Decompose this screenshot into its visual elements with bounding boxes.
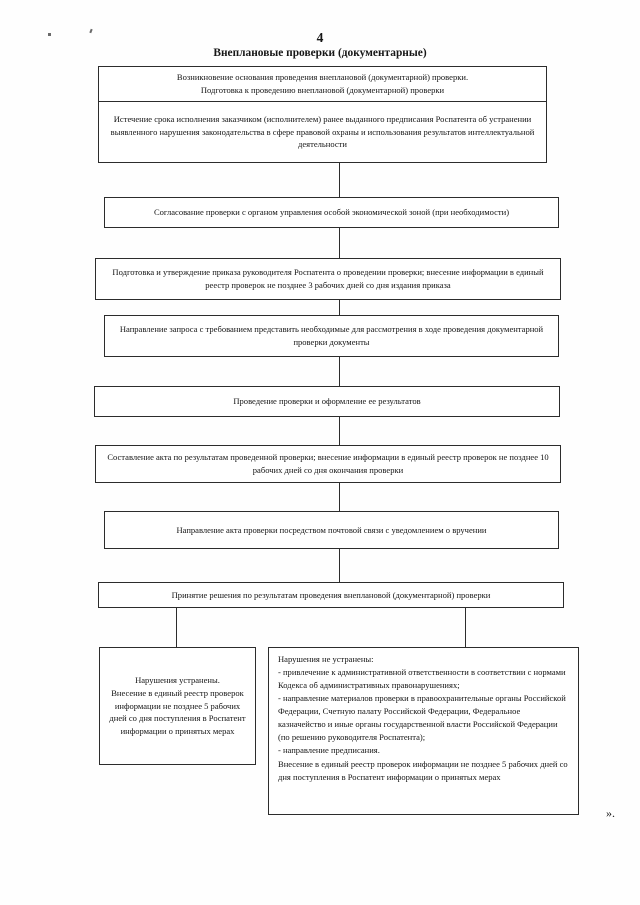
flow-node-6: Проведение проверки и оформление ее резу… <box>94 386 560 417</box>
scan-artifact <box>48 33 51 36</box>
flow-node-5: Направление запроса с требованием предст… <box>104 315 559 357</box>
connector-6-7 <box>339 417 341 445</box>
flow-node-7: Составление акта по результатам проведен… <box>95 445 561 483</box>
flow-node-1-label: Возникновение основания проведения внепл… <box>176 72 469 95</box>
connector-4-5 <box>339 300 341 315</box>
flow-node-11-label: Нарушения не устранены: - привлечение к … <box>278 654 568 782</box>
connector-8-9 <box>339 549 341 582</box>
flow-node-5-label: Направление запроса с требованием предст… <box>119 324 544 347</box>
connector-2-3 <box>339 163 341 197</box>
flow-node-2-label: Истечение срока исполнения заказчиком (и… <box>110 114 535 150</box>
connector-3-4 <box>339 228 341 258</box>
page-title: Внеплановые проверки (документарные) <box>213 47 427 59</box>
flow-node-4-label: Подготовка и утверждение приказа руковод… <box>112 267 544 290</box>
flow-node-8: Направление акта проверки посредством по… <box>104 511 559 549</box>
flow-node-6-label: Проведение проверки и оформление ее резу… <box>233 396 421 407</box>
flow-node-10-label: Нарушения устранены. Внесение в единый р… <box>109 675 246 736</box>
flow-node-9-label: Принятие решения по результатам проведен… <box>171 589 491 600</box>
closing-quotation-mark: ». <box>606 806 615 820</box>
connector-7-8 <box>339 483 341 511</box>
flow-node-7-label: Составление акта по результатам проведен… <box>107 452 549 475</box>
connector-5-6 <box>339 357 341 386</box>
flow-node-2: Истечение срока исполнения заказчиком (и… <box>98 101 547 163</box>
flow-node-1: Возникновение основания проведения внепл… <box>98 66 547 102</box>
flow-node-11: Нарушения не устранены: - привлечение к … <box>268 647 579 815</box>
flow-node-8-label: Направление акта проверки посредством по… <box>176 524 487 535</box>
flow-node-4: Подготовка и утверждение приказа руковод… <box>95 258 561 300</box>
flow-node-9: Принятие решения по результатам проведен… <box>98 582 564 608</box>
flow-node-10: Нарушения устранены. Внесение в единый р… <box>99 647 256 765</box>
flow-node-3: Согласование проверки с органом управлен… <box>104 197 559 228</box>
connector-9-10 <box>176 608 178 647</box>
page-number: 4 <box>316 30 324 45</box>
flow-node-3-label: Согласование проверки с органом управлен… <box>153 207 510 218</box>
connector-9-11 <box>465 608 467 647</box>
